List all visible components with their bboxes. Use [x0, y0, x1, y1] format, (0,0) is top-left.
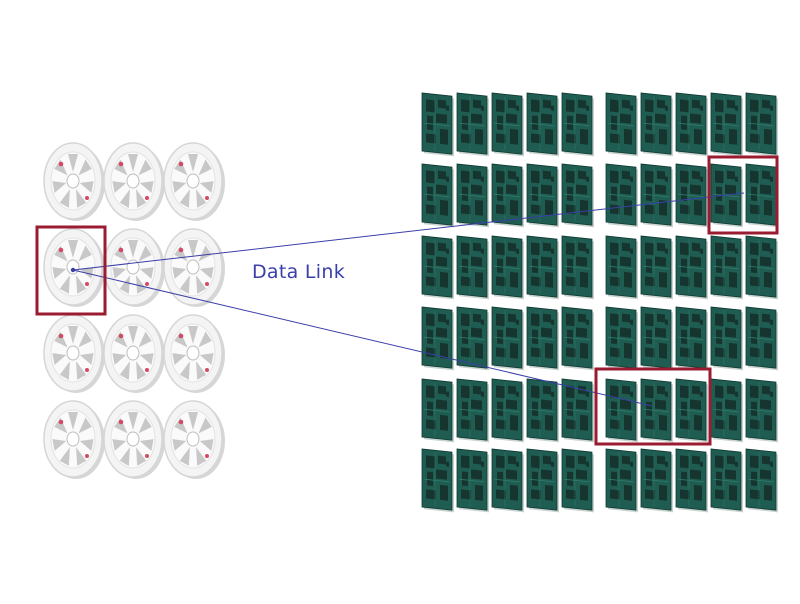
- circuit-board-icon: [675, 448, 708, 513]
- turbine-wheel-icon: [43, 400, 105, 479]
- circuit-board-icon: [491, 378, 524, 443]
- circuit-board-icon: [605, 235, 638, 300]
- circuit-board-icon: [710, 448, 743, 513]
- turbine-wheel-icon: [43, 314, 105, 393]
- circuit-board-icon: [710, 235, 743, 300]
- circuit-board-icon: [561, 378, 594, 443]
- turbine-wheel-icon: [163, 400, 225, 479]
- circuit-board-icon: [561, 235, 594, 300]
- circuit-board-icon: [526, 163, 559, 228]
- circuit-board-icon: [421, 235, 454, 300]
- circuit-board-icon: [605, 378, 638, 443]
- circuit-board-icon: [456, 306, 489, 371]
- circuit-board-array: [421, 92, 778, 513]
- circuit-board-icon: [710, 306, 743, 371]
- circuit-board-icon: [526, 306, 559, 371]
- data-link-line: [72, 269, 653, 407]
- turbine-wheel-icon: [103, 142, 165, 221]
- turbine-wheel-icon: [103, 314, 165, 393]
- circuit-board-icon: [526, 448, 559, 513]
- circuit-board-icon: [675, 306, 708, 371]
- circuit-board-icon: [710, 92, 743, 157]
- circuit-board-icon: [640, 306, 673, 371]
- circuit-board-icon: [640, 163, 673, 228]
- circuit-board-icon: [675, 378, 708, 443]
- circuit-board-icon: [675, 235, 708, 300]
- turbine-wheel-array: [43, 142, 225, 479]
- circuit-board-icon: [675, 163, 708, 228]
- circuit-board-icon: [710, 163, 743, 228]
- selected-boards-box-top: [707, 155, 779, 235]
- circuit-board-icon: [605, 92, 638, 157]
- circuit-board-icon: [456, 163, 489, 228]
- circuit-board-icon: [421, 163, 454, 228]
- turbine-wheel-icon: [43, 142, 105, 221]
- circuit-board-icon: [491, 163, 524, 228]
- circuit-board-icon: [640, 92, 673, 157]
- circuit-board-icon: [421, 448, 454, 513]
- data-link-label: Data Link: [252, 261, 346, 283]
- selected-wheel-box: [35, 225, 107, 316]
- circuit-board-icon: [745, 92, 778, 157]
- turbine-wheel-icon: [103, 228, 165, 307]
- circuit-board-icon: [745, 235, 778, 300]
- circuit-board-icon: [491, 448, 524, 513]
- turbine-wheel-icon: [43, 228, 105, 307]
- circuit-board-icon: [456, 92, 489, 157]
- circuit-board-icon: [456, 235, 489, 300]
- circuit-board-icon: [640, 448, 673, 513]
- circuit-board-icon: [561, 92, 594, 157]
- circuit-board-icon: [745, 448, 778, 513]
- circuit-board-icon: [491, 235, 524, 300]
- circuit-board-icon: [561, 306, 594, 371]
- circuit-board-icon: [491, 306, 524, 371]
- highlight-boxes: [35, 155, 779, 446]
- circuit-board-icon: [561, 163, 594, 228]
- circuit-board-icon: [526, 235, 559, 300]
- circuit-board-icon: [421, 92, 454, 157]
- turbine-wheel-icon: [163, 228, 225, 307]
- circuit-board-icon: [745, 378, 778, 443]
- circuit-board-icon: [561, 448, 594, 513]
- circuit-board-icon: [421, 306, 454, 371]
- circuit-board-icon: [456, 448, 489, 513]
- circuit-board-icon: [745, 163, 778, 228]
- turbine-wheel-icon: [163, 142, 225, 221]
- circuit-board-icon: [456, 378, 489, 443]
- circuit-board-icon: [710, 378, 743, 443]
- selected-boards-box-bottom: [594, 367, 712, 446]
- link-origin-dot: [70, 267, 76, 273]
- circuit-board-icon: [526, 92, 559, 157]
- turbine-wheel-icon: [163, 314, 225, 393]
- data-link-line: [72, 192, 745, 271]
- circuit-board-icon: [640, 235, 673, 300]
- circuit-board-icon: [640, 378, 673, 443]
- circuit-board-icon: [421, 378, 454, 443]
- circuit-board-icon: [491, 92, 524, 157]
- circuit-board-icon: [745, 306, 778, 371]
- circuit-board-icon: [605, 448, 638, 513]
- circuit-board-icon: [605, 306, 638, 371]
- circuit-board-icon: [605, 163, 638, 228]
- circuit-board-icon: [675, 92, 708, 157]
- circuit-board-icon: [526, 378, 559, 443]
- turbine-wheel-icon: [103, 400, 165, 479]
- data-link-lines: [70, 192, 745, 407]
